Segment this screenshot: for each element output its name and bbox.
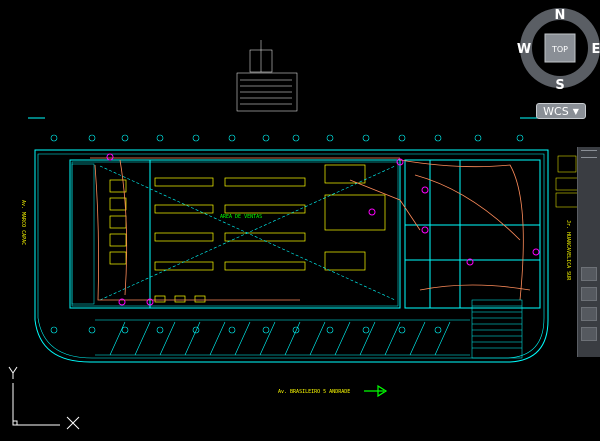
parking-hatch [95,319,470,356]
toolbar-grip-icon[interactable] [581,150,597,158]
wiring [90,157,531,301]
navcube[interactable]: TOP N S W E [517,8,600,93]
grid-axes [50,134,524,334]
circuit-markers [106,153,540,306]
building-outline [28,117,552,363]
wcs-label: WCS [543,104,569,118]
wcs-dropdown[interactable]: WCS ▼ [536,103,586,119]
street-label-bottom: Av. BRASILEIRO 5 ANDRADE [278,389,350,395]
diagonal-cross [99,165,396,301]
shelving [109,164,386,303]
ucs-icon [8,366,80,430]
navcube-north[interactable]: N [555,8,566,23]
side-toolbar[interactable] [577,147,600,357]
navcube-east[interactable]: E [592,42,600,57]
tool-button[interactable] [581,307,597,321]
tool-button[interactable] [581,267,597,281]
chevron-down-icon: ▼ [572,106,579,116]
detail-block [236,40,298,112]
street-label-right: Jr. HUANCAVELICA SUR [565,220,571,281]
navcube-face[interactable]: TOP [551,45,568,54]
tool-button[interactable] [581,327,597,341]
tool-button[interactable] [581,287,597,301]
navcube-south[interactable]: S [555,78,564,93]
interior-walls [69,159,541,309]
north-arrow-icon [364,384,388,398]
navcube-west[interactable]: W [517,42,531,57]
street-label-left: Av. MARCO CAPAC [20,200,26,245]
legend-box [555,155,579,208]
area-label: AREA DE VENTAS [220,214,262,220]
ramp [471,299,523,359]
